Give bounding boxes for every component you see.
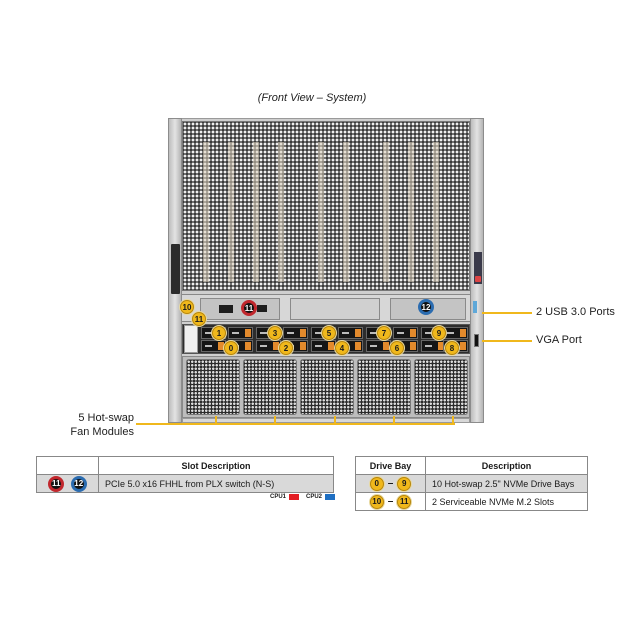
fan-callout-tick <box>393 416 395 424</box>
io-row <box>182 294 477 322</box>
drive-description-cell: 10 Hot-swap 2.5" NVMe Drive Bays <box>425 474 588 493</box>
network-port <box>257 305 267 312</box>
gpu-slot <box>433 142 439 282</box>
cpu1-swatch <box>289 494 300 500</box>
slot-description-cell: PCIe 5.0 x16 FHHL from PLX switch (N-S) <box>98 474 334 493</box>
drive-bay-callout: 8 <box>445 341 459 355</box>
fan-module[interactable] <box>186 359 240 415</box>
gpu-slot <box>203 142 209 282</box>
drive-bay[interactable] <box>366 340 391 352</box>
gpu-bay-grille <box>182 121 470 291</box>
fan-callout-tick <box>334 416 336 424</box>
range-dash: – <box>387 496 394 507</box>
fan-module-row <box>182 356 470 418</box>
slot-12-badge: 12 <box>70 475 87 492</box>
left-handle <box>171 244 180 294</box>
diagram-title: (Front View – System) <box>257 92 367 104</box>
usb-callout-line <box>482 312 532 314</box>
bay-to-badge: 11 <box>397 494 412 509</box>
drive-bay-table: Drive Bay Description 0 – 9 10 Hot-swap … <box>355 456 588 511</box>
table-row: 11 12 PCIe 5.0 x16 FHHL from PLX switch … <box>36 474 334 493</box>
fan-module[interactable] <box>300 359 354 415</box>
drive-bay-callout: 4 <box>335 341 349 355</box>
control-panel <box>184 325 198 353</box>
slot-description-table: Slot Description 11 12 PCIe 5.0 x16 FHHL… <box>36 456 334 493</box>
table-row: 0 – 9 10 Hot-swap 2.5" NVMe Drive Bays <box>355 474 588 493</box>
slot-table-header: Slot Description <box>98 456 334 475</box>
drive-bay[interactable] <box>393 327 418 339</box>
drive-bay[interactable] <box>311 340 336 352</box>
m2-slot-callout: 11 <box>192 312 206 326</box>
drive-bay[interactable] <box>256 340 281 352</box>
drive-bay-callout: 5 <box>322 326 336 340</box>
fan-rail <box>182 418 470 423</box>
drive-bay[interactable] <box>201 340 226 352</box>
gpu-slot <box>343 142 349 282</box>
drive-description-cell: 2 Serviceable NVMe M.2 Slots <box>425 492 588 511</box>
drive-bay-callout: 7 <box>377 326 391 340</box>
fan-callout-tick <box>215 416 217 424</box>
drive-bay-header: Drive Bay <box>355 456 426 475</box>
slot-table-blank-header <box>36 456 99 475</box>
network-port <box>219 305 233 313</box>
drive-bay[interactable] <box>283 327 308 339</box>
gpu-slot <box>253 142 259 282</box>
fan-module[interactable] <box>243 359 297 415</box>
drive-bay-callout: 9 <box>432 326 446 340</box>
table-row: 10 – 11 2 Serviceable NVMe M.2 Slots <box>355 492 588 511</box>
drive-bay-callout: 3 <box>268 326 282 340</box>
pcie-slot-11-panel <box>200 298 280 320</box>
drive-bay-callout: 2 <box>279 341 293 355</box>
cpu1-legend-label: CPU1 <box>270 494 287 500</box>
gpu-slot <box>318 142 324 282</box>
gpu-slot <box>383 142 389 282</box>
pcie-slot-12-callout: 12 <box>418 299 434 315</box>
fan-callout-tick <box>452 416 454 424</box>
range-dash: – <box>387 478 394 489</box>
fan-callout-tick <box>274 416 276 424</box>
right-rack-ear <box>470 118 484 423</box>
cpu-legend: CPU1 CPU2 <box>270 494 339 500</box>
vga-port <box>474 334 479 347</box>
cpu2-legend-label: CPU2 <box>306 494 323 500</box>
slot-11-badge: 11 <box>48 475 65 492</box>
gpu-slot <box>278 142 284 282</box>
usb-port <box>473 301 477 313</box>
bay-from-badge: 0 <box>369 476 384 491</box>
m2-slot-callout: 10 <box>180 300 194 314</box>
left-rack-ear <box>168 118 182 423</box>
usb-ports-label: 2 USB 3.0 Ports <box>536 306 615 318</box>
fan-module[interactable] <box>357 359 411 415</box>
description-header: Description <box>425 456 588 475</box>
bay-to-badge: 9 <box>397 476 412 491</box>
vga-callout-line <box>482 340 532 342</box>
brand-badge <box>474 252 482 284</box>
drive-bay-callout: 0 <box>224 341 238 355</box>
drive-bay-callout: 6 <box>390 341 404 355</box>
vga-port-label: VGA Port <box>536 334 582 346</box>
drive-bay[interactable] <box>228 327 253 339</box>
gpu-slot <box>408 142 414 282</box>
cpu2-swatch <box>325 494 336 500</box>
gpu-slot <box>228 142 234 282</box>
bay-from-badge: 10 <box>369 494 384 509</box>
drive-bay[interactable] <box>338 327 363 339</box>
fan-callout-line <box>136 423 455 425</box>
blank-panel <box>290 298 380 320</box>
fan-modules-label: 5 Hot-swap Fan Modules <box>70 412 134 438</box>
drive-bay[interactable] <box>443 327 468 339</box>
fan-module[interactable] <box>414 359 468 415</box>
pcie-slot-11-callout: 11 <box>241 300 257 316</box>
drive-bay-callout: 1 <box>212 326 226 340</box>
